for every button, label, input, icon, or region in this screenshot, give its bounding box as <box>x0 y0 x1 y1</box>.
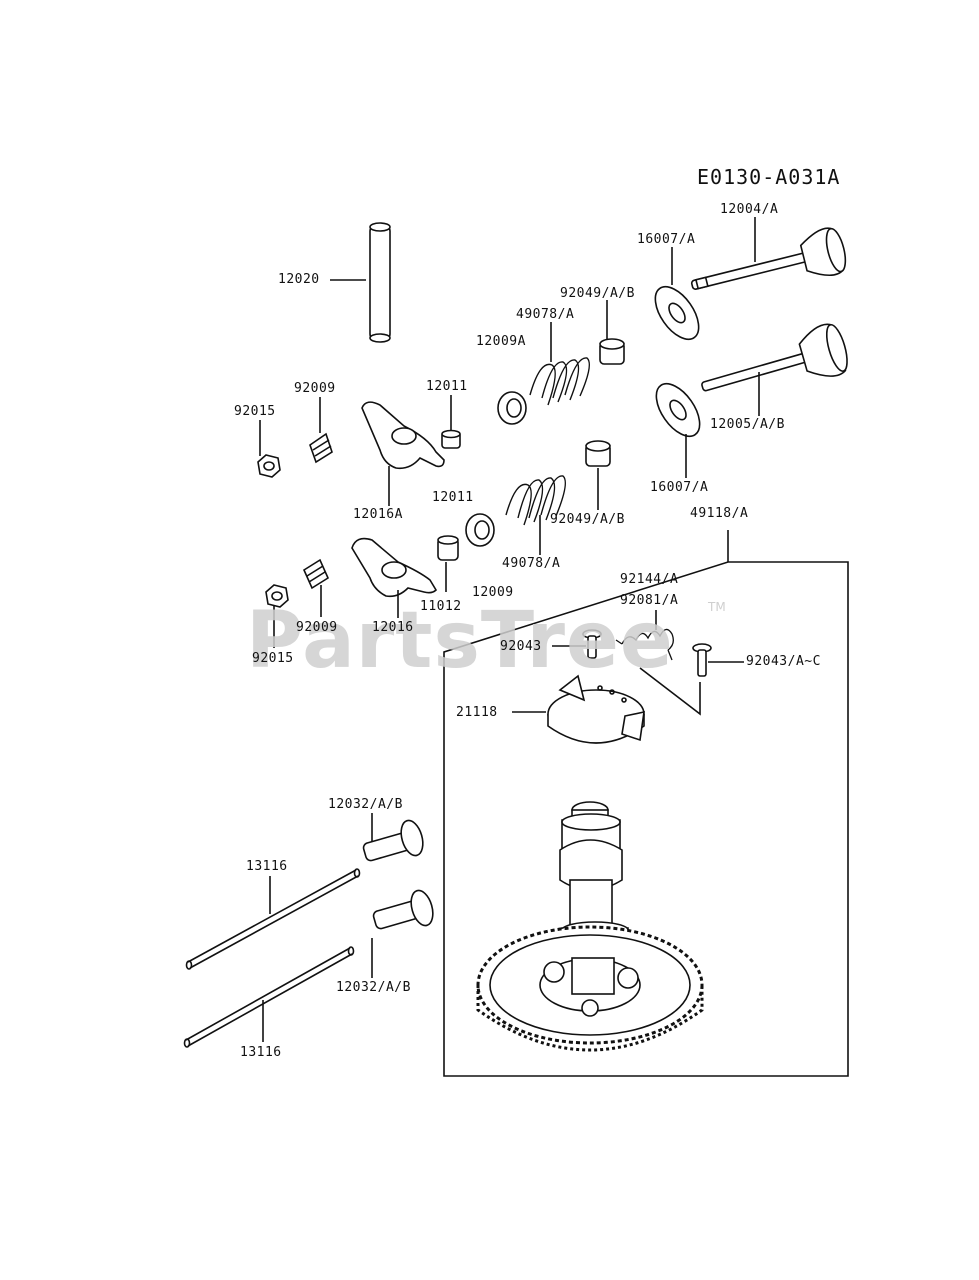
label-16007-top: 16007/A <box>637 232 696 247</box>
label-49078-bot: 49078/A <box>502 556 561 571</box>
rocker-arm-12016 <box>351 537 438 598</box>
push-rod-13116-top <box>185 868 361 970</box>
spring-49078-bot <box>505 475 566 526</box>
label-12009: 12009 <box>472 585 514 600</box>
label-92015-bot: 92015 <box>252 651 294 666</box>
label-92043: 92043 <box>500 639 542 654</box>
nut-92015-bot <box>265 584 289 608</box>
camshaft-assembly-box <box>443 561 849 1077</box>
label-92049-bot: 92049/A/B <box>550 512 625 527</box>
label-12011-top: 12011 <box>426 379 468 394</box>
bolt-92043 <box>582 629 602 659</box>
label-12009A: 12009A <box>476 334 526 349</box>
tappet-12032-bot <box>372 889 434 930</box>
push-rod-13116-bot <box>183 946 355 1048</box>
bracket-21118-group <box>639 667 701 716</box>
label-13116-bot: 13116 <box>240 1045 282 1060</box>
label-92043-ac: 92043/A~C <box>746 654 821 669</box>
label-12004: 12004/A <box>720 202 779 217</box>
adjuster-92009-bot <box>302 558 330 590</box>
watermark-tm: TM <box>708 600 726 614</box>
watermark: PartsTree <box>246 596 674 686</box>
adjuster-92009-top <box>309 432 333 464</box>
label-92009-bot: 92009 <box>296 620 338 635</box>
valve-12005 <box>701 323 848 392</box>
label-12016A: 12016A <box>353 507 403 522</box>
label-49118: 49118/A <box>690 506 749 521</box>
label-13116-top: 13116 <box>246 859 288 874</box>
label-12011-mid: 12011 <box>432 490 474 505</box>
spring-49078-top <box>529 357 590 406</box>
label-92049-top: 92049/A/B <box>560 286 635 301</box>
label-12005: 12005/A/B <box>710 417 785 432</box>
label-12032-top: 12032/A/B <box>328 797 403 812</box>
retainer-16007-top <box>654 285 700 341</box>
label-11012: 11012 <box>420 599 462 614</box>
flyweight-21118 <box>547 674 645 744</box>
pivot-11012 <box>437 535 459 561</box>
label-12032-bot: 12032/A/B <box>336 980 411 995</box>
retainer-16007-bot <box>655 382 701 438</box>
label-92009-top: 92009 <box>294 381 336 396</box>
bolt-92043-ac <box>692 643 712 677</box>
seal-12009A <box>497 391 527 425</box>
cam-gear <box>476 925 704 1052</box>
nut-92015-top <box>257 454 281 478</box>
label-21118: 21118 <box>456 705 498 720</box>
label-12020: 12020 <box>278 272 320 287</box>
tappet-12032-top <box>362 819 424 862</box>
push-rod-12020 <box>369 222 391 343</box>
label-16007-bot: 16007/A <box>650 480 709 495</box>
collet-92049-bot <box>585 440 611 467</box>
spring-92081 <box>615 628 674 661</box>
diagram-code: E0130-A031A <box>697 165 841 189</box>
valve-12004 <box>690 227 847 290</box>
collet-92049-top <box>599 338 625 365</box>
label-49078-top: 49078/A <box>516 307 575 322</box>
label-92081: 92081/A <box>620 593 679 608</box>
seal-12009 <box>465 513 495 547</box>
pivot-12011-top <box>441 429 461 449</box>
rocker-arm-12016A <box>361 401 445 470</box>
label-92015-top: 92015 <box>234 404 276 419</box>
label-92144: 92144/A <box>620 572 679 587</box>
label-12016: 12016 <box>372 620 414 635</box>
